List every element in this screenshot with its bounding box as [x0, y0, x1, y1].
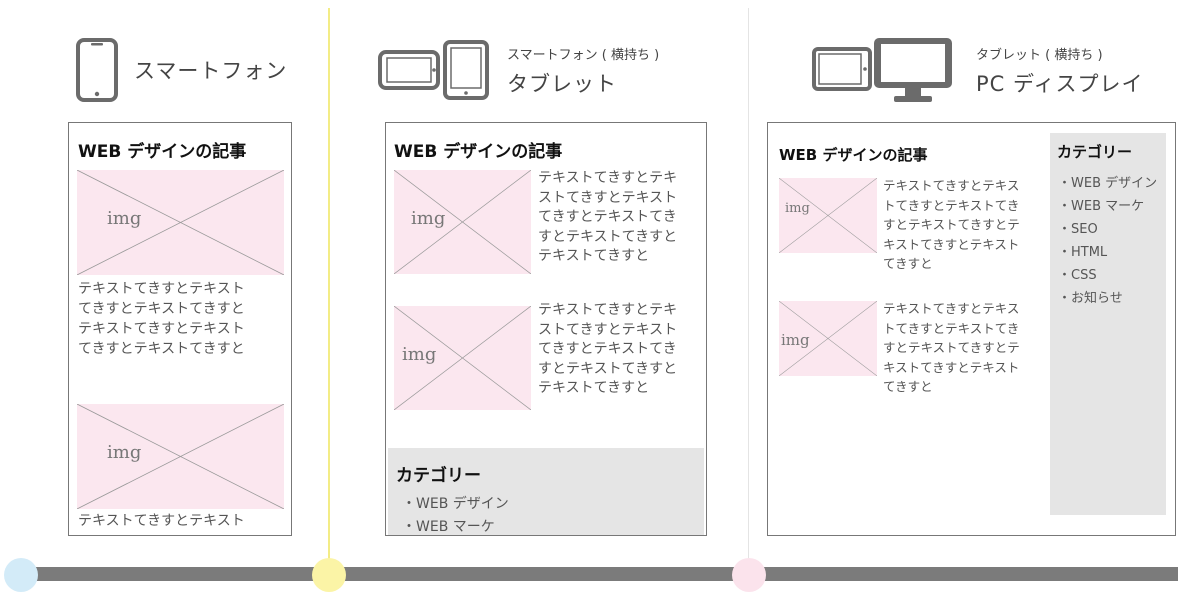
article-title: WEB デザインの記事 — [779, 146, 928, 164]
category-title: カテゴリー — [1057, 143, 1133, 161]
image-label: img — [402, 344, 437, 365]
tablet-title: タブレット — [507, 72, 617, 96]
article-text: テキストてきすとテキス トてきすとテキストてき すとテキストてきすとテ キストて… — [883, 178, 1020, 271]
smartphone-title: スマートフォン — [134, 59, 288, 83]
tablet-landscape-icon — [812, 47, 872, 95]
timeline-dot-pink — [732, 558, 766, 592]
image-label: img — [411, 208, 446, 229]
category-item-web-design[interactable]: ・WEB デザイン — [402, 496, 509, 512]
category-list: ・WEB デザイン ・WEB マーケ ・SEO ・HTML ・CSS ・お知らせ — [1058, 172, 1157, 310]
article-text: テキストてきすとテキ ストてきすとテキスト てきすとテキストてき すとテキストて… — [538, 170, 678, 264]
category-item-web-marketing[interactable]: ・WEB マーケ — [1058, 199, 1145, 214]
pc-title: PC ディスプレイ — [976, 72, 1144, 96]
tablet-landscape-icon — [378, 50, 440, 94]
article-title: WEB デザインの記事 — [78, 142, 247, 162]
article-text: テキストてきすとテキスト — [78, 513, 245, 529]
tablet-subtitle: スマートフォン ( 横持ち ) — [507, 48, 660, 63]
image-label: img — [785, 201, 810, 216]
image-placeholder: img — [779, 301, 877, 376]
category-item-seo[interactable]: ・SEO — [1058, 222, 1098, 237]
image-placeholder: img — [779, 178, 877, 253]
article-title: WEB デザインの記事 — [394, 142, 563, 162]
divider-line-gray — [748, 8, 749, 568]
article-text: テキストてきすとテキス トてきすとテキストてき すとテキストてきすとテ キストて… — [883, 301, 1020, 394]
pc-subtitle: タブレット ( 横持ち ) — [976, 48, 1103, 63]
timeline-bar — [22, 567, 1178, 581]
timeline-dot-blue — [4, 558, 38, 592]
category-title: カテゴリー — [396, 466, 481, 486]
image-placeholder: img — [394, 306, 531, 410]
category-sidebar: カテゴリー ・WEB デザイン ・WEB マーケ ・SEO ・HTML ・CSS… — [1050, 133, 1166, 515]
image-label: img — [107, 208, 142, 229]
tablet-portrait-icon — [443, 40, 489, 104]
category-item-css[interactable]: ・CSS — [1058, 268, 1097, 283]
category-box: カテゴリー ・WEB デザイン ・WEB マーケ — [388, 448, 704, 535]
image-label: img — [107, 442, 142, 463]
article-text: テキストてきすとテキスト てきすとテキストてきすと テキストてきすとテキスト て… — [78, 281, 245, 357]
timeline-dot-yellow — [312, 558, 346, 592]
category-item-news[interactable]: ・お知らせ — [1058, 291, 1123, 306]
divider-line-yellow — [328, 8, 330, 568]
image-placeholder: img — [394, 170, 531, 274]
image-placeholder: img — [77, 404, 284, 509]
category-list: ・WEB デザイン ・WEB マーケ — [402, 493, 509, 535]
category-item-html[interactable]: ・HTML — [1058, 245, 1108, 260]
image-label: img — [781, 331, 810, 349]
category-item-web-design[interactable]: ・WEB デザイン — [1058, 176, 1158, 191]
article-text: テキストてきすとテキ ストてきすとテキスト てきすとテキストてき すとテキストて… — [538, 302, 678, 396]
smartphone-icon — [76, 38, 118, 106]
pc-frame: WEB デザインの記事 img テキストてきすとテキス トてきすとテキストてき … — [767, 122, 1176, 536]
smartphone-frame: WEB デザインの記事 img テキストてきすとテキスト てきすとテキストてきす… — [68, 122, 292, 536]
desktop-monitor-icon — [872, 36, 954, 108]
category-item-web-marketing[interactable]: ・WEB マーケ — [402, 519, 495, 535]
tablet-frame: WEB デザインの記事 img テキストてきすとテキ ストてきすとテキスト てき… — [385, 122, 707, 536]
image-placeholder: img — [77, 170, 284, 275]
